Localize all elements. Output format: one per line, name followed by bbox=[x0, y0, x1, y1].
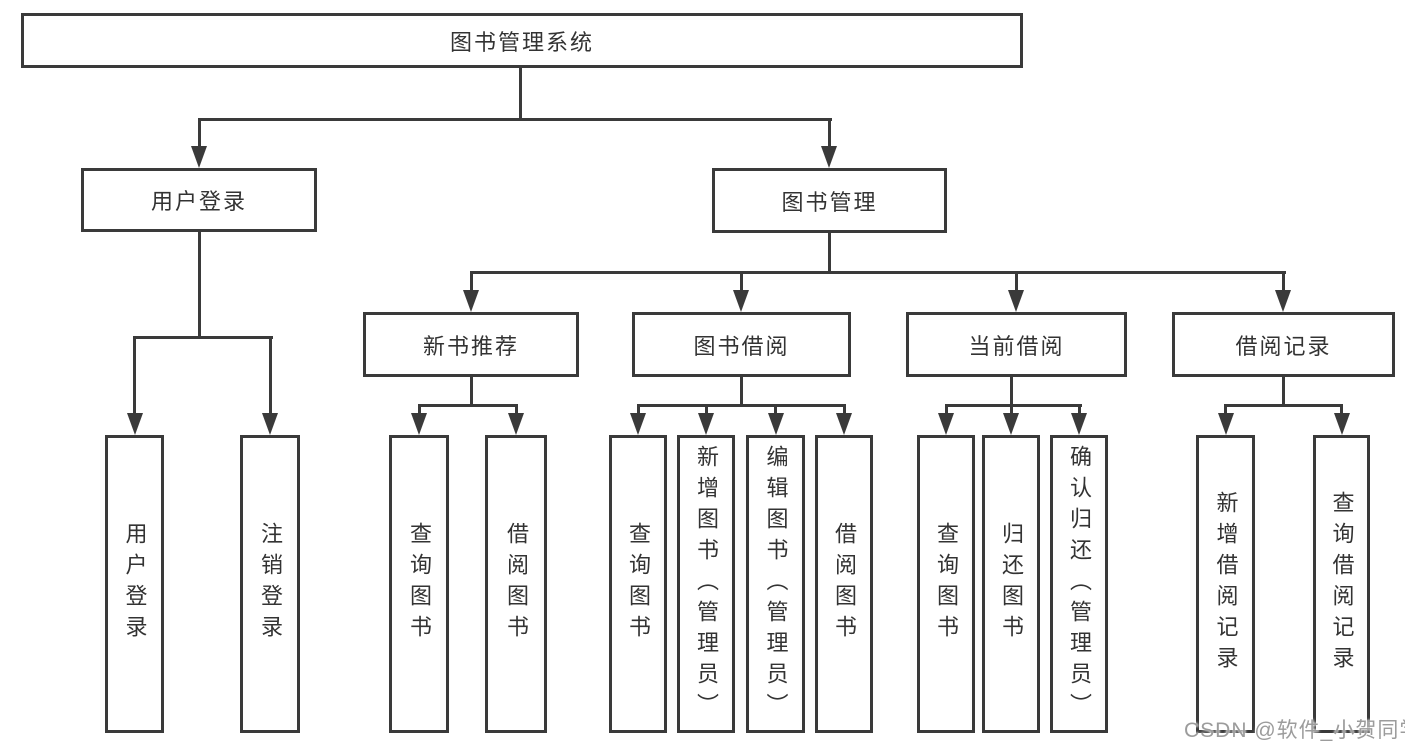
connector-line bbox=[197, 118, 832, 121]
arrow-down-icon bbox=[1333, 413, 1350, 435]
node-current-borrowing: 当前借阅 bbox=[906, 312, 1127, 377]
leaf-label: 借阅图书 bbox=[832, 522, 857, 646]
connector-line bbox=[1282, 377, 1285, 407]
arrow-down-icon bbox=[262, 413, 278, 435]
connector-line bbox=[1009, 377, 1013, 407]
node-borrowing-records: 借阅记录 bbox=[1172, 312, 1395, 377]
arrow-down-icon bbox=[1008, 290, 1024, 312]
connector-line bbox=[197, 121, 201, 148]
arrow-down-icon bbox=[508, 413, 524, 435]
arrow-down-icon bbox=[821, 146, 837, 168]
leaf-label: 查询图书 bbox=[626, 522, 651, 646]
connector-line bbox=[1224, 404, 1343, 407]
leaf-user-login: 用户登录 bbox=[105, 435, 164, 733]
leaf-label: 新增借阅记录 bbox=[1213, 491, 1239, 677]
connector-line bbox=[842, 407, 846, 415]
leaf-label: 新增图书（管理员） bbox=[694, 444, 719, 724]
connector-line bbox=[944, 407, 948, 415]
connector-line bbox=[1224, 407, 1227, 415]
connector-line bbox=[739, 377, 743, 407]
leaf-query-books-recommend: 查询图书 bbox=[389, 435, 449, 733]
leaf-borrow-books-recommend: 借阅图书 bbox=[485, 435, 547, 733]
leaf-query-books-current: 查询图书 bbox=[917, 435, 975, 733]
arrow-down-icon bbox=[630, 413, 646, 435]
connector-line bbox=[417, 404, 518, 407]
connector-line bbox=[1009, 407, 1013, 415]
connector-line bbox=[1340, 407, 1343, 415]
connector-line bbox=[704, 407, 708, 415]
connector-line bbox=[133, 339, 136, 415]
leaf-label: 注销登录 bbox=[258, 522, 283, 646]
arrow-down-icon bbox=[463, 290, 479, 312]
leaf-borrow-books: 借阅图书 bbox=[815, 435, 873, 733]
node-book-borrowing: 图书借阅 bbox=[632, 312, 851, 377]
arrow-down-icon bbox=[698, 413, 714, 435]
node-user-login: 用户登录 bbox=[81, 168, 317, 232]
leaf-label: 确认归还（管理员） bbox=[1067, 444, 1092, 724]
node-root: 图书管理系统 bbox=[21, 13, 1023, 68]
arrow-down-icon bbox=[938, 413, 954, 435]
connector-line bbox=[1281, 274, 1285, 292]
arrow-down-icon bbox=[836, 413, 852, 435]
arrow-down-icon bbox=[733, 290, 749, 312]
connector-line bbox=[739, 274, 743, 292]
leaf-label: 编辑图书（管理员） bbox=[763, 444, 789, 724]
leaf-confirm-return-admin: 确认归还（管理员） bbox=[1050, 435, 1108, 733]
leaf-query-borrow-record: 查询借阅记录 bbox=[1313, 435, 1370, 733]
connector-line bbox=[636, 407, 640, 415]
connector-line bbox=[1014, 274, 1018, 292]
leaf-label: 用户登录 bbox=[122, 522, 148, 646]
connector-line bbox=[774, 407, 777, 415]
connector-line bbox=[268, 339, 272, 415]
arrow-down-icon bbox=[126, 413, 143, 435]
node-book-management: 图书管理 bbox=[712, 168, 947, 233]
leaf-label: 借阅图书 bbox=[504, 522, 529, 646]
leaf-logout: 注销登录 bbox=[240, 435, 300, 733]
leaf-add-book-admin: 新增图书（管理员） bbox=[677, 435, 735, 733]
leaf-add-borrow-record: 新增借阅记录 bbox=[1196, 435, 1255, 733]
arrow-down-icon bbox=[191, 146, 207, 168]
connector-line bbox=[417, 407, 421, 415]
connector-line bbox=[944, 404, 1082, 407]
connector-line bbox=[469, 274, 473, 292]
node-new-book-recommend: 新书推荐 bbox=[363, 312, 579, 377]
leaf-label: 查询借阅记录 bbox=[1329, 491, 1355, 677]
connector-line bbox=[469, 377, 473, 407]
connector-line bbox=[518, 68, 522, 121]
arrow-down-icon bbox=[411, 413, 427, 435]
leaf-label: 查询图书 bbox=[934, 522, 959, 646]
arrow-down-icon bbox=[767, 413, 784, 435]
leaf-return-books: 归还图书 bbox=[982, 435, 1040, 733]
leaf-edit-book-admin: 编辑图书（管理员） bbox=[746, 435, 805, 733]
connector-line bbox=[514, 407, 518, 415]
connector-line bbox=[197, 232, 201, 339]
connector-line bbox=[827, 121, 831, 148]
arrow-down-icon bbox=[1217, 413, 1234, 435]
connector-line bbox=[636, 404, 846, 407]
leaf-label: 查询图书 bbox=[407, 522, 432, 646]
arrow-down-icon bbox=[1003, 413, 1019, 435]
csdn-watermark: CSDN @软件_小贺同学 bbox=[1184, 719, 1405, 742]
leaf-query-books-borrowing: 查询图书 bbox=[609, 435, 667, 733]
arrow-down-icon bbox=[1275, 290, 1291, 312]
connector-line bbox=[1077, 407, 1081, 415]
connector-line bbox=[827, 233, 831, 274]
connector-line bbox=[469, 271, 1286, 274]
arrow-down-icon bbox=[1071, 413, 1087, 435]
connector-line bbox=[132, 336, 273, 339]
leaf-label: 归还图书 bbox=[999, 522, 1024, 646]
